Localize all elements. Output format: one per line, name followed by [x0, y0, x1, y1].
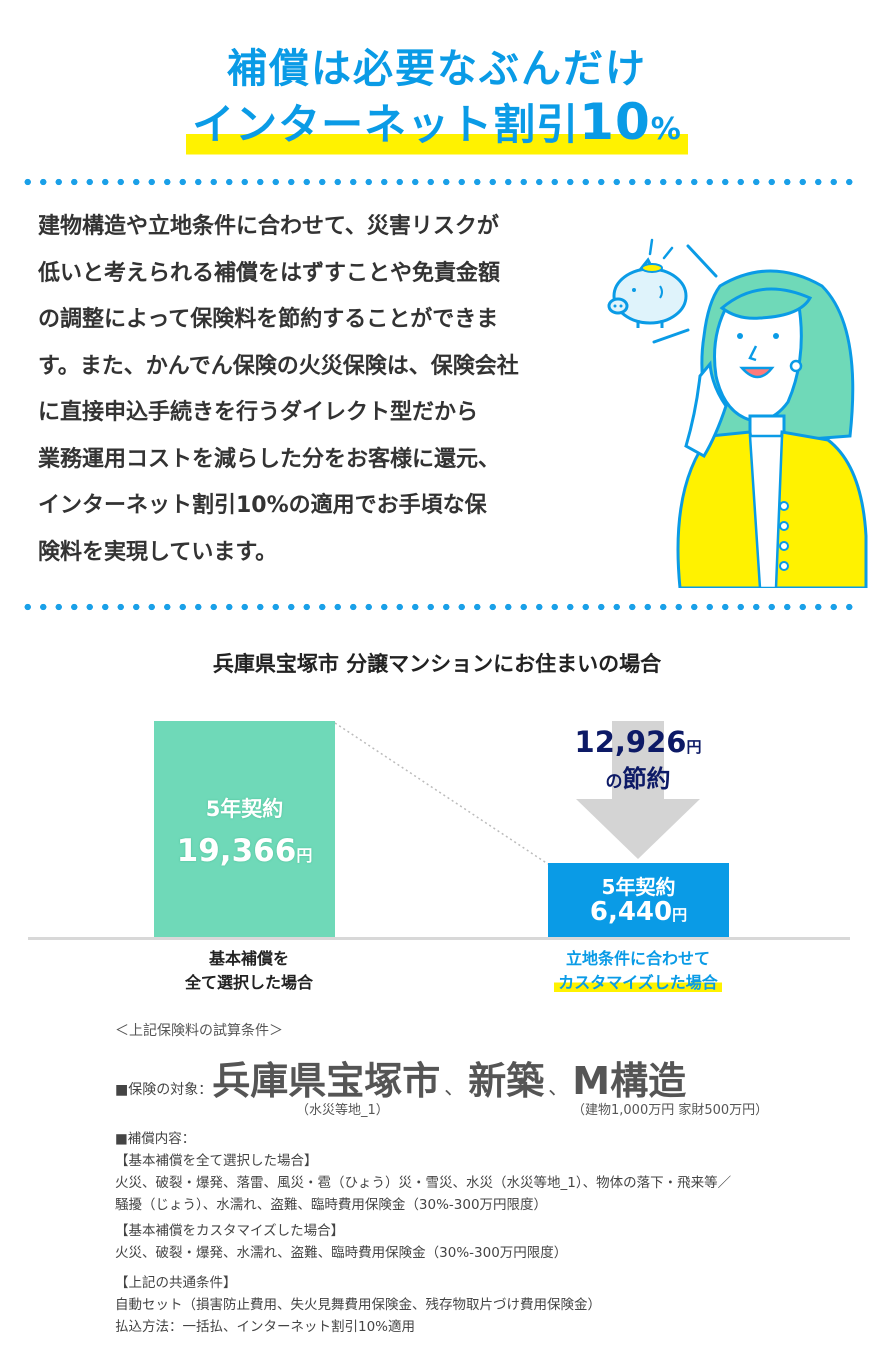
description-line: 険料を実現しています。	[38, 539, 278, 565]
basic-coverage-bar: 5年契約 19,366円	[154, 721, 335, 938]
conditions-heading: ＜上記保険料の試算条件＞	[115, 1023, 283, 1039]
woman-with-piggy-bank-illustration	[607, 238, 868, 588]
headline-discount-text: インターネット割引	[192, 100, 580, 149]
basic-premium-yen: 円	[296, 846, 313, 865]
saving-callout: 12,926円 の節約	[560, 725, 716, 794]
custom-premium-yen: 円	[672, 906, 688, 924]
description-line: 業務運用コストを減らした分をお客様に還元、	[38, 446, 501, 472]
basic-coverage-caption: 基本補償を 全て選択した場合	[154, 947, 344, 995]
custom-coverage-bar: 5年契約 6,440円	[548, 863, 729, 938]
basic-caption-line: 全て選択した場合	[184, 973, 313, 992]
basic-caption-line: 基本補償を	[208, 949, 289, 968]
structure-note: （建物1,000万円 家財500万円）	[572, 1103, 769, 1118]
location-note: （水災等地_1）	[296, 1103, 389, 1118]
headline-line1: 補償は必要なぶんだけ	[227, 46, 647, 92]
saving-amount-yen: 円	[686, 738, 702, 756]
chart-baseline	[28, 937, 850, 940]
saving-label-text: 節約	[622, 765, 671, 793]
saving-label: の節約	[560, 759, 716, 794]
description-line: に直接申込手続きを行うダイレクト型だから	[38, 400, 479, 425]
basic-all-heading: 【基本補償を全て選択した場合】	[115, 1153, 318, 1169]
insured-structure: M構造	[572, 1059, 687, 1103]
headline-line2: インターネット割引10%	[0, 92, 874, 160]
description-line: インターネット割引10%の適用でお手頃な保	[38, 493, 487, 518]
headline-discount-number: 10	[579, 93, 651, 151]
custom-caption-highlight: カスタマイズした場合	[554, 973, 722, 992]
piggy-bank-icon	[607, 257, 688, 328]
headline-highlight: インターネット割引10%	[186, 92, 688, 160]
dotted-divider-top	[20, 178, 858, 186]
common-detail: 自動セット（損害防止費用、失火見舞費用保険金、残存物取片づけ費用保険金）	[115, 1297, 601, 1313]
basic-all-detail: 火災、破裂・爆発、落雷、風災・雹（ひょう）災・雪災、水災（水災等地_1）、物体の…	[115, 1175, 732, 1191]
custom-premium-value: 6,440	[589, 897, 673, 927]
dotted-connector-line	[335, 722, 549, 865]
down-arrow-icon	[576, 721, 700, 859]
description-line: の調整によって保険料を節約することができま	[38, 307, 499, 332]
separator: 、	[444, 1075, 465, 1099]
basic-premium-value: 19,366	[176, 833, 297, 869]
saving-amount: 12,926円	[560, 725, 716, 759]
custom-caption-line: 立地条件に合わせて	[565, 949, 710, 968]
insured-target-label: ■保険の対象：	[115, 1082, 213, 1098]
saving-label-particle: の	[605, 772, 623, 792]
headline-discount-percent: %	[650, 112, 682, 147]
custom-contract-term: 5年契約	[601, 875, 676, 899]
insured-location: 兵庫県宝塚市	[212, 1059, 441, 1103]
description-text: 建物構造や立地条件に合わせて、災害リスクが 低いと考えられる補償をはずすことや免…	[38, 204, 608, 576]
common-heading: 【上記の共通条件】	[115, 1275, 237, 1291]
custom-detail: 火災、破裂・爆発、水濡れ、盗難、臨時費用保険金（30%-300万円限度）	[115, 1245, 568, 1261]
description-line: 建物構造や立地条件に合わせて、災害リスクが	[38, 214, 499, 239]
insured-build-type: 新築	[468, 1059, 545, 1103]
custom-heading: 【基本補償をカスタマイズした場合】	[115, 1223, 345, 1239]
payment-detail: 払込方法：一括払、インターネット割引10%適用	[115, 1319, 416, 1335]
custom-premium-amount: 6,440円	[548, 897, 729, 927]
separator: 、	[548, 1075, 569, 1099]
insured-target-row: ■保険の対象：兵庫県宝塚市、新築、M構造	[115, 1050, 686, 1103]
description-line: す。また、かんでん保険の火災保険は、保険会社	[38, 353, 519, 379]
comparison-title: 兵庫県宝塚市 分譲マンションにお住まいの場合	[212, 652, 662, 676]
basic-all-detail: 騒擾（じょう）、水濡れ、盗難、臨時費用保険金（30%-300万円限度）	[115, 1197, 548, 1213]
custom-coverage-caption: 立地条件に合わせて カスタマイズした場合	[534, 947, 742, 995]
basic-premium-amount: 19,366円	[154, 833, 335, 869]
dotted-divider-bottom	[20, 603, 858, 611]
saving-amount-value: 12,926	[574, 725, 687, 759]
coverage-heading: ■補償内容：	[115, 1131, 196, 1147]
basic-contract-term: 5年契約	[205, 797, 284, 821]
description-line: 低いと考えられる補償をはずすことや免責金額	[38, 260, 501, 286]
